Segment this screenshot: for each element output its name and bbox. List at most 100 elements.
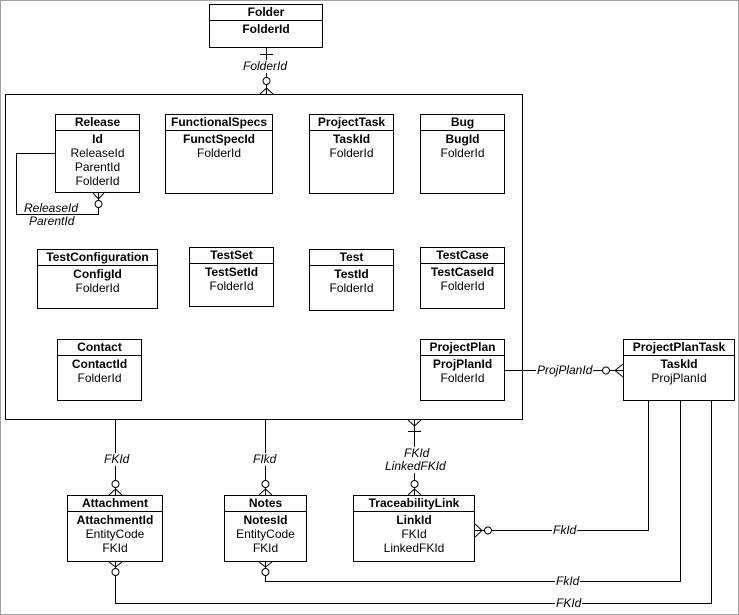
ppt-trace-crow-top (474, 523, 483, 531)
ppt-trace-link (475, 401, 649, 531)
folder-link-crow-left (259, 87, 267, 95)
label-notes-rel: FIkd (252, 452, 278, 466)
label-release-self-2: ParentId (29, 214, 75, 228)
release-self-zero (94, 200, 103, 208)
ppt-attach-crow-right (115, 561, 123, 568)
entity-key-field: FolderId (242, 22, 290, 36)
entity-key-field: ContactId (71, 357, 128, 371)
entity-title: Bug (421, 115, 504, 131)
notes-link-zero (261, 480, 270, 488)
entity-title: Release (56, 115, 139, 131)
trace-link-crow-right (414, 488, 422, 496)
entity-key-field: FunctSpecId (182, 132, 255, 146)
entity-field: FolderId (440, 371, 485, 385)
ppt-trace-zero (484, 526, 492, 535)
entity-field: EntityCode (85, 527, 145, 541)
label-trace-rel-2: LinkedFKId (384, 459, 447, 473)
entity-title: TestSet (190, 248, 273, 264)
entity-key-field: NotesId (243, 513, 288, 527)
entity-field: ParentId (74, 160, 121, 174)
entity-title: Notes (225, 496, 306, 512)
ppt-notes-zero (261, 568, 270, 576)
label-ppt-trace-rel: FkId (552, 523, 578, 537)
notes-link-crow-right (265, 488, 273, 496)
trace-link-top-crow-right (414, 419, 422, 427)
entity-field: ProjPlanId (651, 371, 707, 385)
entity-key-field: TaskId (332, 132, 371, 146)
ppt-attach-link (115, 401, 712, 604)
entity-field: FolderId (75, 281, 120, 295)
entity-key-field: TaskId (660, 357, 698, 371)
label-ppt-attach-rel: FKId (555, 596, 583, 610)
entity-field: FolderId (440, 279, 485, 293)
trace-link-zero (410, 480, 419, 488)
entity-key-field: TestId (334, 267, 369, 281)
ppt-attach-crow-left (108, 561, 116, 568)
entity-field: EntityCode (236, 527, 295, 541)
ppt-notes-crow-right (265, 561, 273, 568)
entity-title: ProjectPlanTask (624, 340, 734, 356)
entity-key-field: TestCaseId (430, 265, 495, 279)
label-ppt-notes-rel: FkId (555, 574, 581, 588)
entity-title: TraceabilityLink (354, 496, 474, 512)
entity-key-field: Id (92, 132, 103, 146)
entity-field: FolderId (75, 174, 120, 188)
entity-field: ReleaseId (70, 146, 125, 160)
ppt-notes-crow-left (258, 561, 266, 568)
entity-title: ProjectTask (310, 115, 393, 131)
attachment-link-zero (111, 480, 120, 488)
entity-title: FunctionalSpecs (166, 115, 272, 131)
projplan-link-crow-bottom (614, 370, 624, 378)
entity-field: FolderId (329, 146, 374, 160)
entity-title: TestCase (421, 248, 504, 264)
projplan-link-zero (602, 366, 610, 375)
entity-key-field: ProjPlanId (432, 357, 493, 371)
entity-title: TestConfiguration (38, 250, 157, 266)
entity-field: FKId (102, 541, 128, 555)
folder-link-zero (262, 77, 271, 85)
entity-key-field: ConfigId (73, 267, 122, 281)
entity-field: FolderId (196, 146, 242, 160)
entity-field: FolderId (77, 371, 122, 385)
ppt-attach-zero (111, 568, 120, 576)
notes-link-crow-left (258, 488, 266, 496)
entity-title: Folder (210, 5, 322, 21)
attachment-link-crow-left (108, 488, 116, 496)
entity-field: LinkedFKId (383, 541, 445, 555)
entity-key-field: LinkId (396, 513, 432, 527)
entity-field: FKId (252, 541, 279, 555)
label-folder-rel: FolderId (242, 59, 289, 73)
label-release-self-1: ReleaseId (24, 201, 79, 215)
entity-title: ProjectPlan (421, 340, 504, 356)
entity-title: Attachment (68, 496, 162, 512)
trace-link-top-crow-left (407, 419, 415, 427)
